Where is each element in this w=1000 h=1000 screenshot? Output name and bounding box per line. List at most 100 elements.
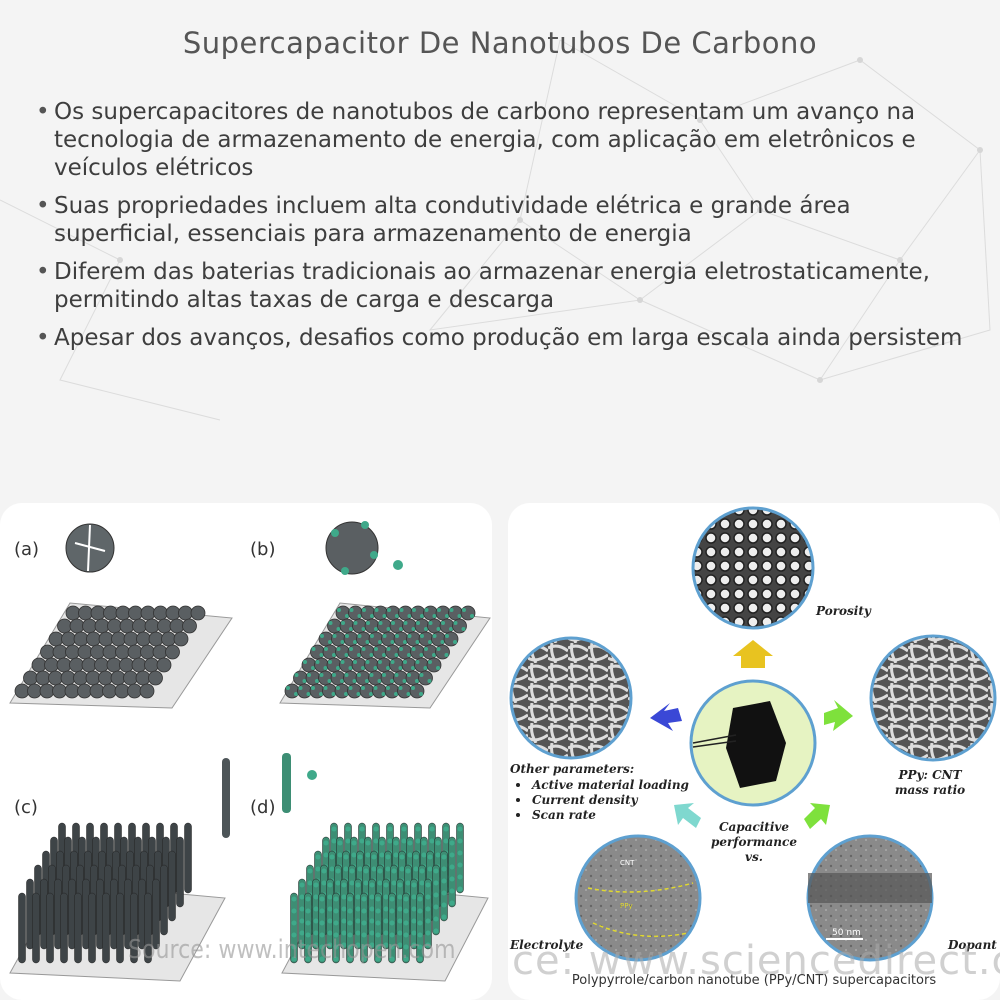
particle xyxy=(397,644,413,660)
particle xyxy=(326,657,342,673)
coating-dot xyxy=(425,906,431,912)
coating-dot xyxy=(357,634,362,638)
arrow-right-icon xyxy=(824,700,853,731)
coating-dot xyxy=(335,868,341,874)
particle xyxy=(314,657,329,673)
particle xyxy=(85,670,101,686)
coating-dot xyxy=(403,956,409,962)
coating-dot xyxy=(423,666,428,670)
coating-dot xyxy=(329,854,335,860)
coating-dot xyxy=(341,918,347,924)
coating-dot xyxy=(457,614,462,618)
coating-dot xyxy=(417,908,423,914)
coating-dot xyxy=(436,627,441,631)
coating-dot xyxy=(383,894,389,900)
coating-dot xyxy=(449,852,455,858)
particle xyxy=(60,670,76,686)
coating-dot xyxy=(424,608,429,612)
coating-dot xyxy=(453,621,458,625)
particle xyxy=(352,618,367,634)
coating-dot xyxy=(399,866,405,872)
particle xyxy=(335,605,351,621)
coating-dot xyxy=(329,866,335,872)
coating-dot xyxy=(378,660,382,664)
sem-image-right xyxy=(869,634,997,762)
coating-dot xyxy=(347,896,353,902)
coating-dot xyxy=(462,608,466,612)
coating-dot xyxy=(429,826,435,832)
coating-dot xyxy=(433,868,439,874)
coating-dot xyxy=(377,880,383,886)
particle xyxy=(136,631,151,647)
coating-dot xyxy=(394,692,398,696)
coating-dot xyxy=(348,666,353,670)
label-c: (c) xyxy=(14,797,38,818)
bullet-item: Apesar dos avanços, desafios como produç… xyxy=(34,324,984,352)
coating-dot xyxy=(374,608,379,612)
coating-dot xyxy=(397,894,403,900)
coating-dot xyxy=(357,614,362,618)
coating-dot xyxy=(433,904,439,910)
particle xyxy=(331,631,346,647)
particle xyxy=(89,683,105,699)
coating-dot xyxy=(355,882,361,888)
arrow-left-icon xyxy=(650,703,682,731)
coating-dot xyxy=(333,932,339,938)
coating-dot xyxy=(389,944,395,950)
coating-dot xyxy=(373,686,378,690)
particle xyxy=(393,631,409,647)
particle xyxy=(144,618,160,634)
dopant-label: Dopant xyxy=(947,938,997,952)
coating-dot xyxy=(382,653,386,657)
porosity-image xyxy=(691,506,815,630)
coating-dot xyxy=(411,686,415,690)
coating-dot xyxy=(323,686,328,690)
coating-dot xyxy=(336,686,340,690)
coating-dot xyxy=(319,908,325,914)
coating-dot xyxy=(375,956,381,962)
coating-dot xyxy=(403,621,408,625)
particle xyxy=(418,670,433,686)
coating-dot xyxy=(395,614,399,618)
coating-dot xyxy=(415,640,420,644)
coating-dot xyxy=(433,892,439,898)
particle xyxy=(169,618,185,634)
coating-dot xyxy=(337,608,341,612)
coating-dot xyxy=(387,826,393,832)
coating-dot xyxy=(331,692,336,696)
coating-dot xyxy=(403,920,409,926)
particle xyxy=(190,605,206,621)
particle xyxy=(98,670,113,686)
coating-dot xyxy=(333,896,339,902)
coating-dot xyxy=(323,852,329,858)
particle xyxy=(373,605,388,621)
coating-dot xyxy=(327,679,332,683)
coating-dot xyxy=(333,956,339,962)
coating-dot xyxy=(428,640,432,644)
single-nanotube-c xyxy=(222,758,230,838)
mass-ratio-label: mass ratio xyxy=(895,783,965,797)
coating-dot xyxy=(449,876,455,882)
arrow-down-left-icon xyxy=(674,803,701,828)
coating-dot xyxy=(397,882,403,888)
coating-dot xyxy=(298,686,303,690)
coating-dot xyxy=(345,614,349,618)
coating-dot xyxy=(349,868,355,874)
coating-dot xyxy=(347,956,353,962)
particle xyxy=(82,618,97,634)
nanotube xyxy=(18,892,26,964)
coating-dot xyxy=(361,686,365,690)
coating-dot xyxy=(393,840,399,846)
coating-dot xyxy=(443,838,449,844)
coating-dot xyxy=(389,932,395,938)
coating-dot xyxy=(345,838,351,844)
coating-dot xyxy=(433,880,439,886)
coating-dot xyxy=(441,902,447,908)
coating-dot xyxy=(305,956,311,962)
coating-dot xyxy=(415,826,421,832)
coating-dot xyxy=(347,944,353,950)
arrow-down-right-icon xyxy=(804,803,830,829)
coating-dot xyxy=(357,673,361,677)
coating-dot xyxy=(333,944,339,950)
coating-dot xyxy=(441,890,447,896)
